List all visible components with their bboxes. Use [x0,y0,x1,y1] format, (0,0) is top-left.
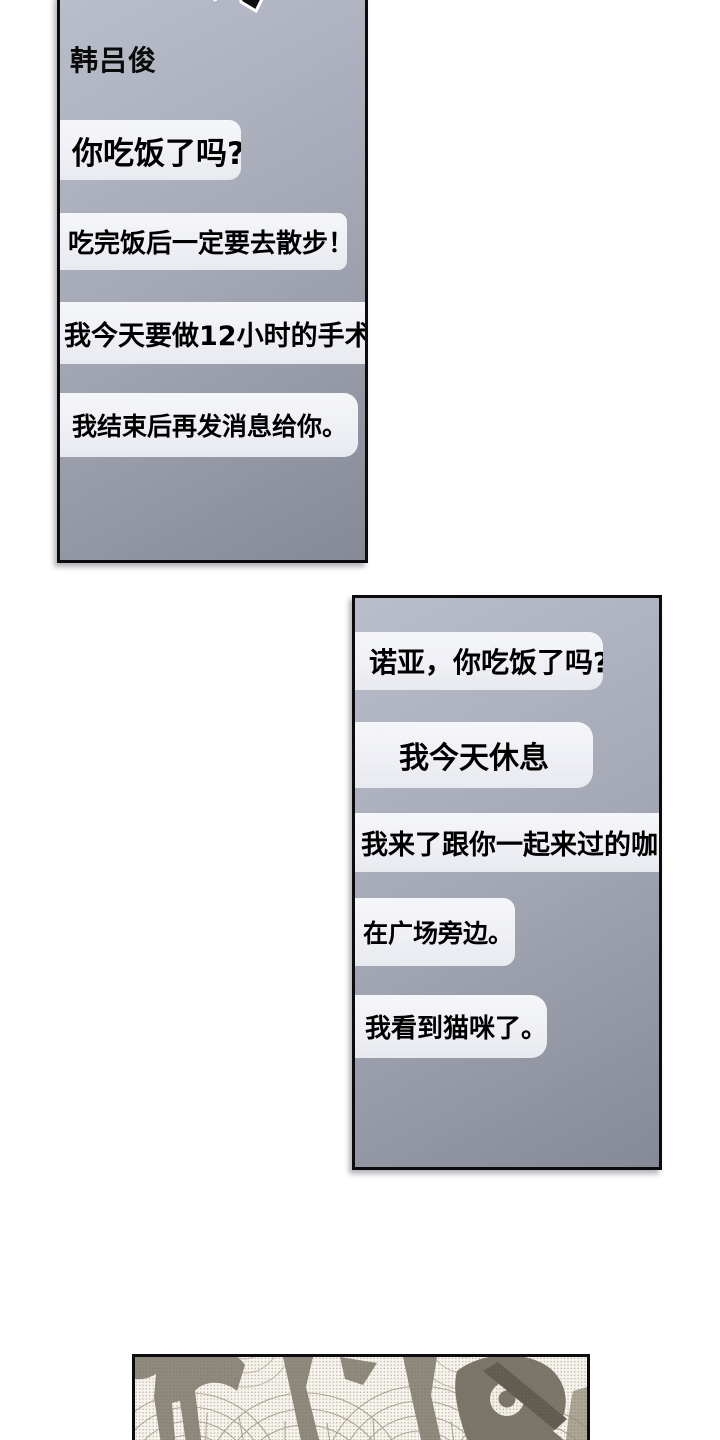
cobblestone-plaza-crowd-legs-illustration [135,1357,587,1440]
chat-panel-2: 诺亚，你吃饭了吗? 我今天休息 我来了跟你一起来过的咖 在广场旁边。 我看到猫咪… [352,595,662,1170]
message-bubble: 我看到猫咪了。 [355,995,547,1058]
message-bubble: 我来了跟你一起来过的咖 [355,813,659,872]
message-bubble: 在广场旁边。 [355,898,515,966]
message-bubble: 你吃饭了吗? [60,120,241,180]
speech-bubble-tail-icon [211,0,264,14]
chat-sender-name: 韩吕俊 [70,44,158,77]
message-bubble: 诺亚，你吃饭了吗? [355,632,603,690]
message-bubble: 吃完饭后一定要去散步！ [60,213,347,270]
scene-panel [132,1354,590,1440]
message-bubble: 我今天休息 [355,722,593,788]
chat-panel-1: 韩吕俊 你吃饭了吗? 吃完饭后一定要去散步！ 我今天要做12小时的手术 我结束后… [57,0,368,563]
message-bubble: 我结束后再发消息给你。 [60,393,358,457]
message-bubble: 我今天要做12小时的手术 [60,302,365,364]
